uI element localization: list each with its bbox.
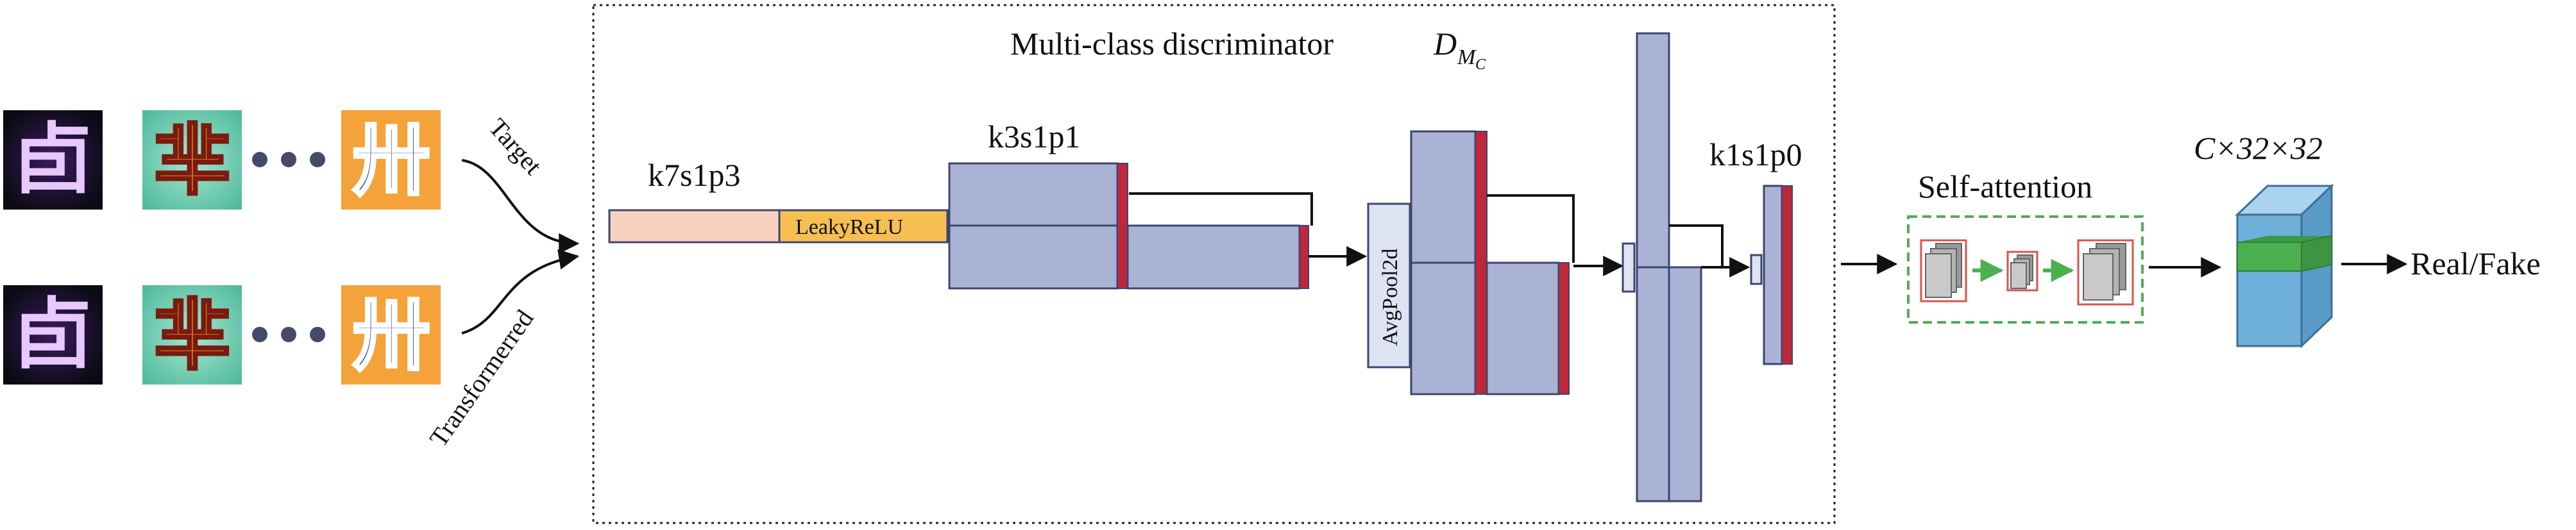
char-glyph: 卣 [14, 290, 91, 379]
input-row-bottom: 卣 芈 卅 [3, 285, 441, 385]
conv5-block [1763, 185, 1783, 365]
conv3-red-bar [1475, 131, 1487, 395]
ellipsis-dots-top [252, 152, 325, 167]
attention-feature-stack-3 [2077, 239, 2134, 306]
attention-feature-stack-2 [2006, 251, 2038, 292]
conv3b-red-bar [1558, 262, 1570, 395]
char-glyph: 卣 [14, 115, 91, 204]
conv2-label: k3s1p1 [988, 119, 1080, 154]
output-feature-cube [2235, 183, 2334, 349]
attention-title: Self-attention [1918, 169, 2092, 204]
output-dims-label: C×32×32 [2194, 130, 2323, 166]
avgpool-label: AvgPool2d [1378, 249, 1402, 346]
svg-text:M: M [1457, 46, 1477, 69]
transformed-arrow [461, 249, 580, 335]
svg-text:C: C [1475, 56, 1486, 73]
ellipsis-dots-bottom [252, 327, 325, 342]
char-glyph: 卅 [353, 117, 430, 206]
self-attention-module [1907, 215, 2144, 324]
char-glyph: 芈 [154, 117, 231, 206]
svg-text:D: D [1433, 26, 1457, 62]
conv2-red-bar [1117, 163, 1128, 289]
conv3b-block [1486, 261, 1560, 395]
discriminator-title: Multi-class discriminator [1010, 26, 1334, 62]
conv2b-red-bar [1299, 225, 1309, 289]
transformed-label: Transformerred [424, 304, 539, 452]
skip-connection-3 [1669, 224, 1724, 267]
conv-last-label: k1s1p0 [1709, 137, 1802, 172]
char-glyph: 卅 [353, 292, 430, 381]
conv4-pool [1622, 242, 1636, 293]
discriminator-box [592, 4, 1836, 524]
input-image-orange-2: 卅 [341, 285, 441, 385]
avgpool-block [1367, 203, 1411, 369]
conv1-label: k7s1p3 [648, 157, 740, 193]
target-arrow [461, 159, 580, 254]
char-glyph: 芈 [154, 292, 231, 381]
target-label: Target [483, 113, 548, 180]
discriminator-symbol: D M C [1433, 26, 1486, 73]
conv4b-block [1668, 266, 1702, 502]
conv1-block [608, 209, 781, 244]
activation-label: LeakyReLU [795, 215, 903, 239]
conv2b-block [1126, 224, 1301, 290]
activation-block [778, 209, 949, 244]
input-image-dark-2: 卣 [3, 285, 103, 385]
input-image-sunburst-2: 芈 [142, 285, 242, 385]
input-image-sunburst-1: 芈 [142, 110, 242, 210]
real-fake-label: Real/Fake [2411, 245, 2541, 281]
input-image-dark-1: 卣 [3, 110, 103, 210]
input-image-orange-1: 卅 [341, 110, 441, 210]
input-row-top: 卣 芈 卅 [3, 110, 441, 210]
conv5-red-bar [1781, 185, 1793, 365]
skip-connection-1 [1129, 192, 1313, 226]
skip-connection-2 [1487, 194, 1575, 263]
conv5-pool [1750, 254, 1763, 285]
attention-feature-stack-1 [1920, 239, 1967, 302]
